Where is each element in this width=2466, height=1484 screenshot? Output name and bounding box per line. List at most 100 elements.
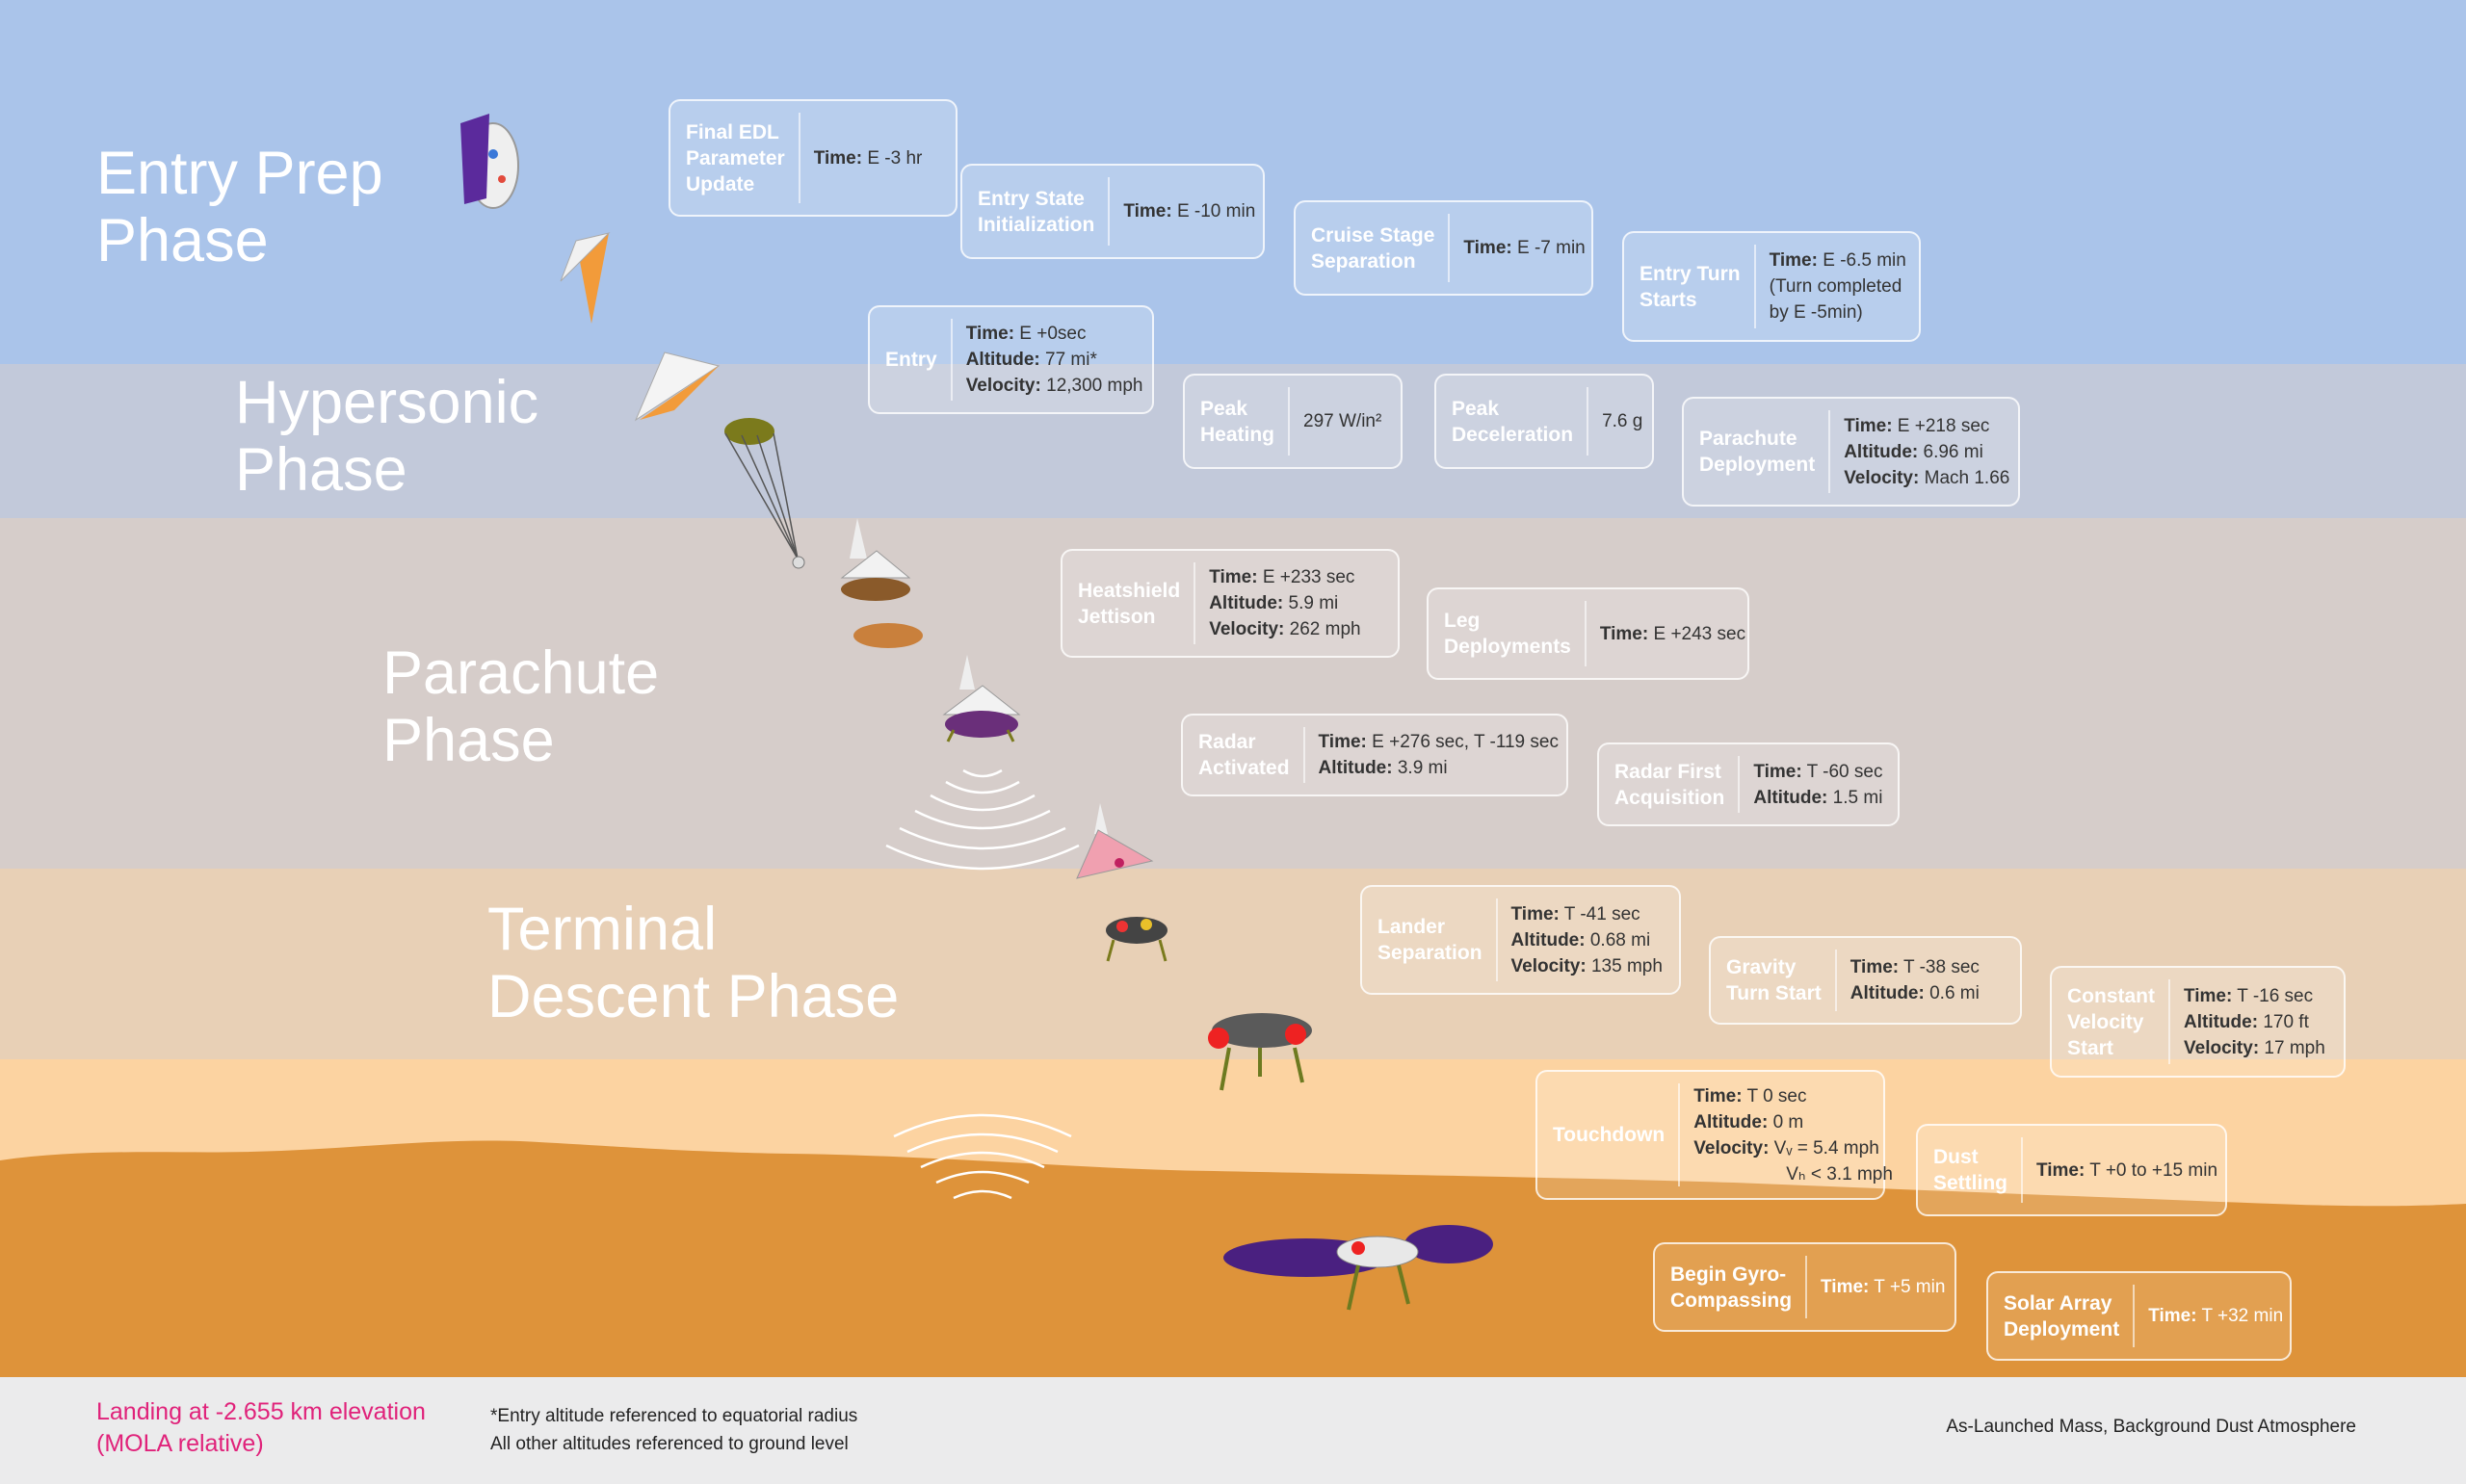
event-detail-value: 0.68 mi — [1585, 929, 1651, 950]
event-detail-value: 297 W/in² — [1303, 411, 1382, 431]
event-divider — [1495, 898, 1498, 981]
event-detail-value: (Turn completed — [1769, 276, 1902, 297]
event-detail-row: Altitude: 0.68 mi — [1511, 927, 1663, 953]
event-name: Cruise Stage Separation — [1311, 223, 1435, 273]
phase-title-entry-prep: Entry Prep Phase — [96, 140, 383, 274]
event-detail-label: Time: — [1463, 238, 1512, 258]
event-detail-value: 6.96 mi — [1918, 441, 1983, 462]
event-detail-label: Altitude: — [1318, 758, 1393, 778]
lander-separation-icon — [1106, 917, 1167, 962]
event-detail-row: Time: T -41 sec — [1511, 901, 1663, 927]
event-detail-row: Time: E -3 hr — [814, 145, 923, 171]
event-name: Entry State Initialization — [978, 187, 1095, 236]
event-divider — [1194, 562, 1196, 644]
event-name: Leg Deployments — [1444, 610, 1571, 658]
event-name: Radar Activated — [1198, 731, 1290, 779]
event-detail-row: Time: E +0sec — [966, 321, 1143, 347]
hypersonic-band — [0, 364, 2466, 518]
event-detail-label: Altitude: — [1753, 787, 1828, 808]
event-details: 7.6 g — [1602, 408, 1642, 434]
event-detail-value: 77 mi* — [1039, 350, 1097, 370]
event-divider — [2168, 979, 2170, 1064]
event-detail-row: Velocity: 17 mph — [2184, 1035, 2325, 1061]
event-detail-value: E +0sec — [1014, 324, 1087, 344]
event-card: Cruise Stage Separation Time: E -7 min — [1294, 200, 1593, 296]
event-divider — [1288, 387, 1291, 456]
event-detail-label: Velocity: — [2184, 1037, 2260, 1058]
parachute-icon — [724, 418, 805, 569]
event-detail-label: Altitude: — [1693, 1111, 1769, 1133]
event-detail-row: Time: E -10 min — [1123, 198, 1255, 224]
event-detail-row: Time: E +276 sec, T -119 sec — [1319, 729, 1559, 755]
phase-title-hypersonic: Hypersonic Phase — [235, 369, 539, 504]
event-divider — [1584, 601, 1587, 666]
event-detail-value: E -10 min — [1171, 201, 1256, 221]
radar-waves-1-icon — [885, 768, 1080, 871]
event-divider — [1828, 410, 1831, 493]
event-detail-row: Altitude: 6.96 mi — [1844, 439, 2009, 465]
event-detail-value: E +233 sec — [1257, 567, 1355, 587]
event-detail-row: Velocity: 262 mph — [1209, 616, 1360, 642]
event-detail-row: Altitude: 3.9 mi — [1319, 755, 1559, 781]
event-card: Leg Deployments Time: E +243 sec — [1427, 587, 1749, 680]
event-detail-label: Time: — [2148, 1306, 2197, 1326]
event-detail-value: 170 ft — [2258, 1011, 2309, 1032]
event-name: Dust Settling — [1933, 1146, 2007, 1194]
event-name: Heatshield Jettison — [1078, 579, 1181, 628]
event-detail-label: Time: — [1693, 1085, 1743, 1106]
event-divider — [950, 319, 953, 401]
event-detail-row: 297 W/in² — [1303, 408, 1381, 434]
event-detail-row: Altitude: 0.6 mi — [1850, 980, 1980, 1006]
event-detail-value: 5.9 mi — [1283, 593, 1339, 613]
event-detail-value: E +243 sec — [1648, 623, 1746, 644]
event-detail-row: Altitude: 1.5 mi — [1753, 785, 1882, 811]
phase-title-terminal-descent: Terminal Descent Phase — [487, 896, 900, 1030]
backshell-lander-1-icon — [840, 518, 911, 601]
event-detail-label: Altitude: — [1844, 441, 1919, 462]
event-detail-row: Altitude: 5.9 mi — [1209, 590, 1360, 616]
event-detail-value: Mach 1.66 — [1919, 467, 2010, 488]
event-details: Time: T +5 min — [1821, 1274, 1945, 1300]
lander-descent-icon — [1208, 1013, 1312, 1091]
event-detail-row: Time: E +233 sec — [1209, 564, 1360, 590]
event-detail-row: Time: E +243 sec — [1600, 621, 1745, 647]
event-detail-row: Time: E -7 min — [1463, 235, 1585, 261]
altitude-reference-note: *Entry altitude referenced to equatorial… — [490, 1402, 857, 1458]
event-detail-label: Time: — [1209, 567, 1258, 587]
event-details: Time: E -7 min — [1463, 235, 1585, 261]
event-detail-value: T -41 sec — [1559, 903, 1640, 924]
event-detail-row: Time: E -6.5 min — [1770, 247, 1906, 273]
landing-elevation-note: Landing at -2.655 km elevation (MOLA rel… — [96, 1396, 426, 1460]
event-detail-label: Time: — [813, 147, 863, 169]
entry-capsule-1-icon — [560, 232, 611, 324]
event-divider — [1302, 727, 1305, 783]
event-detail-value: T +0 to +15 min — [2085, 1159, 2218, 1181]
altitude-note-line1: *Entry altitude referenced to equatorial… — [490, 1406, 858, 1426]
event-detail-row: Time: T -60 sec — [1753, 759, 1882, 785]
event-detail-value: Vₕ < 3.1 mph — [1786, 1163, 1893, 1185]
event-detail-label: Altitude: — [1850, 983, 1925, 1003]
event-detail-label: Velocity: — [1844, 467, 1920, 488]
event-detail-value: E +276 sec, T -119 sec — [1366, 732, 1559, 752]
event-detail-label: Time: — [2036, 1159, 2086, 1181]
event-divider — [1738, 756, 1741, 813]
event-detail-value: T -16 sec — [2232, 985, 2314, 1006]
event-detail-row: Velocity: 12,300 mph — [966, 373, 1143, 399]
event-detail-value: T 0 sec — [1742, 1085, 1807, 1106]
event-detail-row: Time: T +5 min — [1821, 1274, 1945, 1300]
event-detail-value: 12,300 mph — [1040, 376, 1143, 396]
event-divider — [1678, 1083, 1681, 1186]
event-detail-value: 1.5 mi — [1827, 787, 1883, 808]
